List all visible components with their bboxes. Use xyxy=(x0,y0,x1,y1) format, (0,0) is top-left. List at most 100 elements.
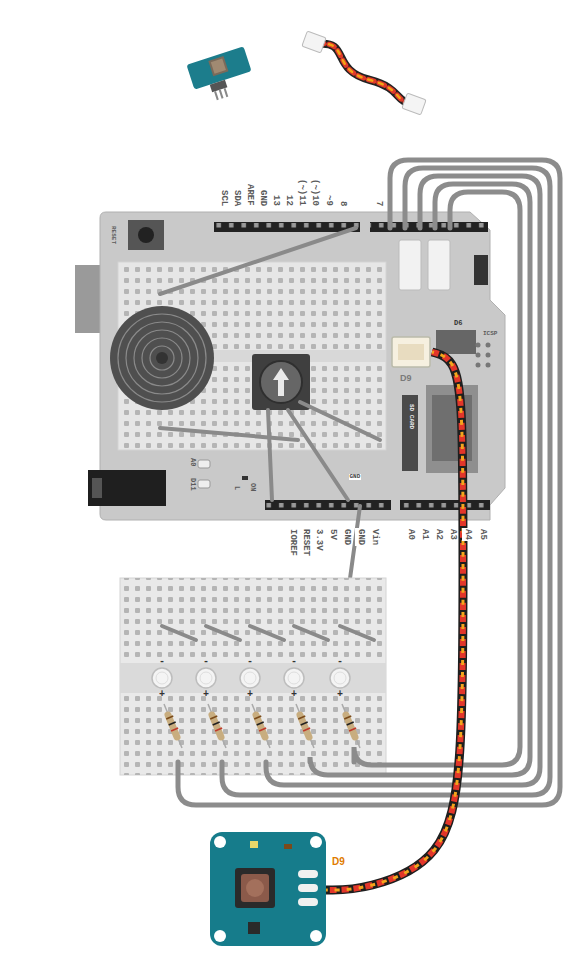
led-symbols xyxy=(250,626,284,640)
button-module-shape xyxy=(284,844,292,849)
led-symbols xyxy=(152,626,374,748)
jumper-wires xyxy=(266,176,540,785)
node-label: D9 xyxy=(332,856,345,867)
arduino-shield xyxy=(476,363,481,368)
sensor-module xyxy=(215,91,218,100)
pin-name: 7 xyxy=(373,200,383,207)
jumper-wires xyxy=(354,192,520,765)
jumper-wires xyxy=(178,160,560,805)
arduino-shield xyxy=(400,500,490,510)
arduino-shield xyxy=(88,470,166,506)
pin-name: A4 xyxy=(462,528,472,541)
arduino-shield xyxy=(92,478,102,498)
cable-wire xyxy=(326,352,463,890)
loose-cable xyxy=(302,31,326,53)
arduino-shield xyxy=(474,255,488,285)
breadboard xyxy=(120,578,386,775)
sensor-module xyxy=(220,90,223,99)
arduino-shield xyxy=(150,346,174,370)
servo-cable xyxy=(326,352,463,890)
pin-name: 13 xyxy=(270,194,280,207)
board-text: SD CARD xyxy=(407,404,414,429)
arduino-shield xyxy=(436,330,476,354)
arduino-shield xyxy=(160,228,380,622)
led-symbols xyxy=(330,668,350,688)
sensor-module xyxy=(225,88,228,97)
led-symbols xyxy=(244,672,256,684)
cable-wire xyxy=(326,352,463,890)
led-symbols xyxy=(294,626,328,640)
polarity-mark: - xyxy=(337,656,343,667)
polarity-mark: - xyxy=(291,656,297,667)
arduino-shield xyxy=(428,240,450,290)
button-module-shape xyxy=(298,870,318,878)
button-module-shape xyxy=(235,868,275,908)
led-symbols xyxy=(344,716,351,719)
sensor-module xyxy=(186,46,256,105)
led-symbols xyxy=(349,728,356,731)
arduino-shield xyxy=(300,402,380,440)
led-symbols xyxy=(296,704,314,748)
pin-name: SCL xyxy=(218,189,228,207)
cable-wire xyxy=(326,352,463,890)
led-symbols xyxy=(156,672,168,684)
arduino-shield xyxy=(426,385,478,473)
pin-name: AREF xyxy=(244,183,254,207)
pin-name: A5 xyxy=(477,528,487,541)
arduino-shield xyxy=(118,314,206,402)
button-module-shape xyxy=(248,922,260,934)
arduino-shield xyxy=(160,428,298,440)
pin-name: GND xyxy=(257,189,267,207)
loose-cable xyxy=(318,44,410,104)
pin-name: 12 xyxy=(283,194,293,207)
arduino-shield xyxy=(486,363,491,368)
led-symbols xyxy=(288,672,300,684)
arduino-shield xyxy=(486,353,491,358)
led-symbols xyxy=(342,704,360,748)
arduino-shield xyxy=(268,410,272,500)
arduino-shield xyxy=(402,395,418,471)
arduino-shield xyxy=(476,343,481,348)
arduino-shield xyxy=(260,361,302,403)
arduino-shield xyxy=(214,222,360,232)
button-module-shape xyxy=(250,841,258,848)
led-symbols xyxy=(196,668,216,688)
arduino-shield xyxy=(273,368,289,396)
led-symbols xyxy=(215,728,222,731)
board-text: D6 xyxy=(454,320,462,328)
breadboard xyxy=(120,578,386,775)
button-module-shape xyxy=(214,930,226,942)
arduino-shield xyxy=(242,476,248,480)
led-symbols xyxy=(284,668,304,688)
polarity-mark: + xyxy=(247,689,253,700)
led-symbols xyxy=(213,722,220,725)
board-text: ON xyxy=(248,483,256,491)
arduino-shield xyxy=(118,262,386,450)
led-symbols xyxy=(210,716,217,719)
led-symbols xyxy=(171,728,178,731)
arduino-shield xyxy=(198,460,210,468)
led-symbols xyxy=(254,716,261,719)
arduino-shield xyxy=(134,330,190,386)
led-symbols xyxy=(303,728,310,731)
arduino-shield xyxy=(288,410,348,500)
board-connector-shape xyxy=(398,344,424,360)
button-module-shape xyxy=(310,836,322,848)
arduino-shield xyxy=(118,262,386,450)
arduino-shield xyxy=(400,500,490,510)
pin-name: SDA xyxy=(231,189,241,207)
pin-name: 8 xyxy=(337,200,347,207)
led-symbols xyxy=(152,668,172,688)
arduino-shield xyxy=(75,212,505,622)
sensor-module xyxy=(211,59,226,74)
button-module-shape xyxy=(241,874,269,902)
polarity-mark: + xyxy=(337,689,343,700)
pin-name: ~9 xyxy=(323,194,333,207)
board-text: GND xyxy=(349,474,362,481)
board-text: D11 xyxy=(188,478,196,491)
arduino-shield xyxy=(142,338,182,378)
arduino-shield xyxy=(75,265,102,333)
polarity-mark: - xyxy=(159,656,165,667)
loose-cable xyxy=(318,44,410,104)
